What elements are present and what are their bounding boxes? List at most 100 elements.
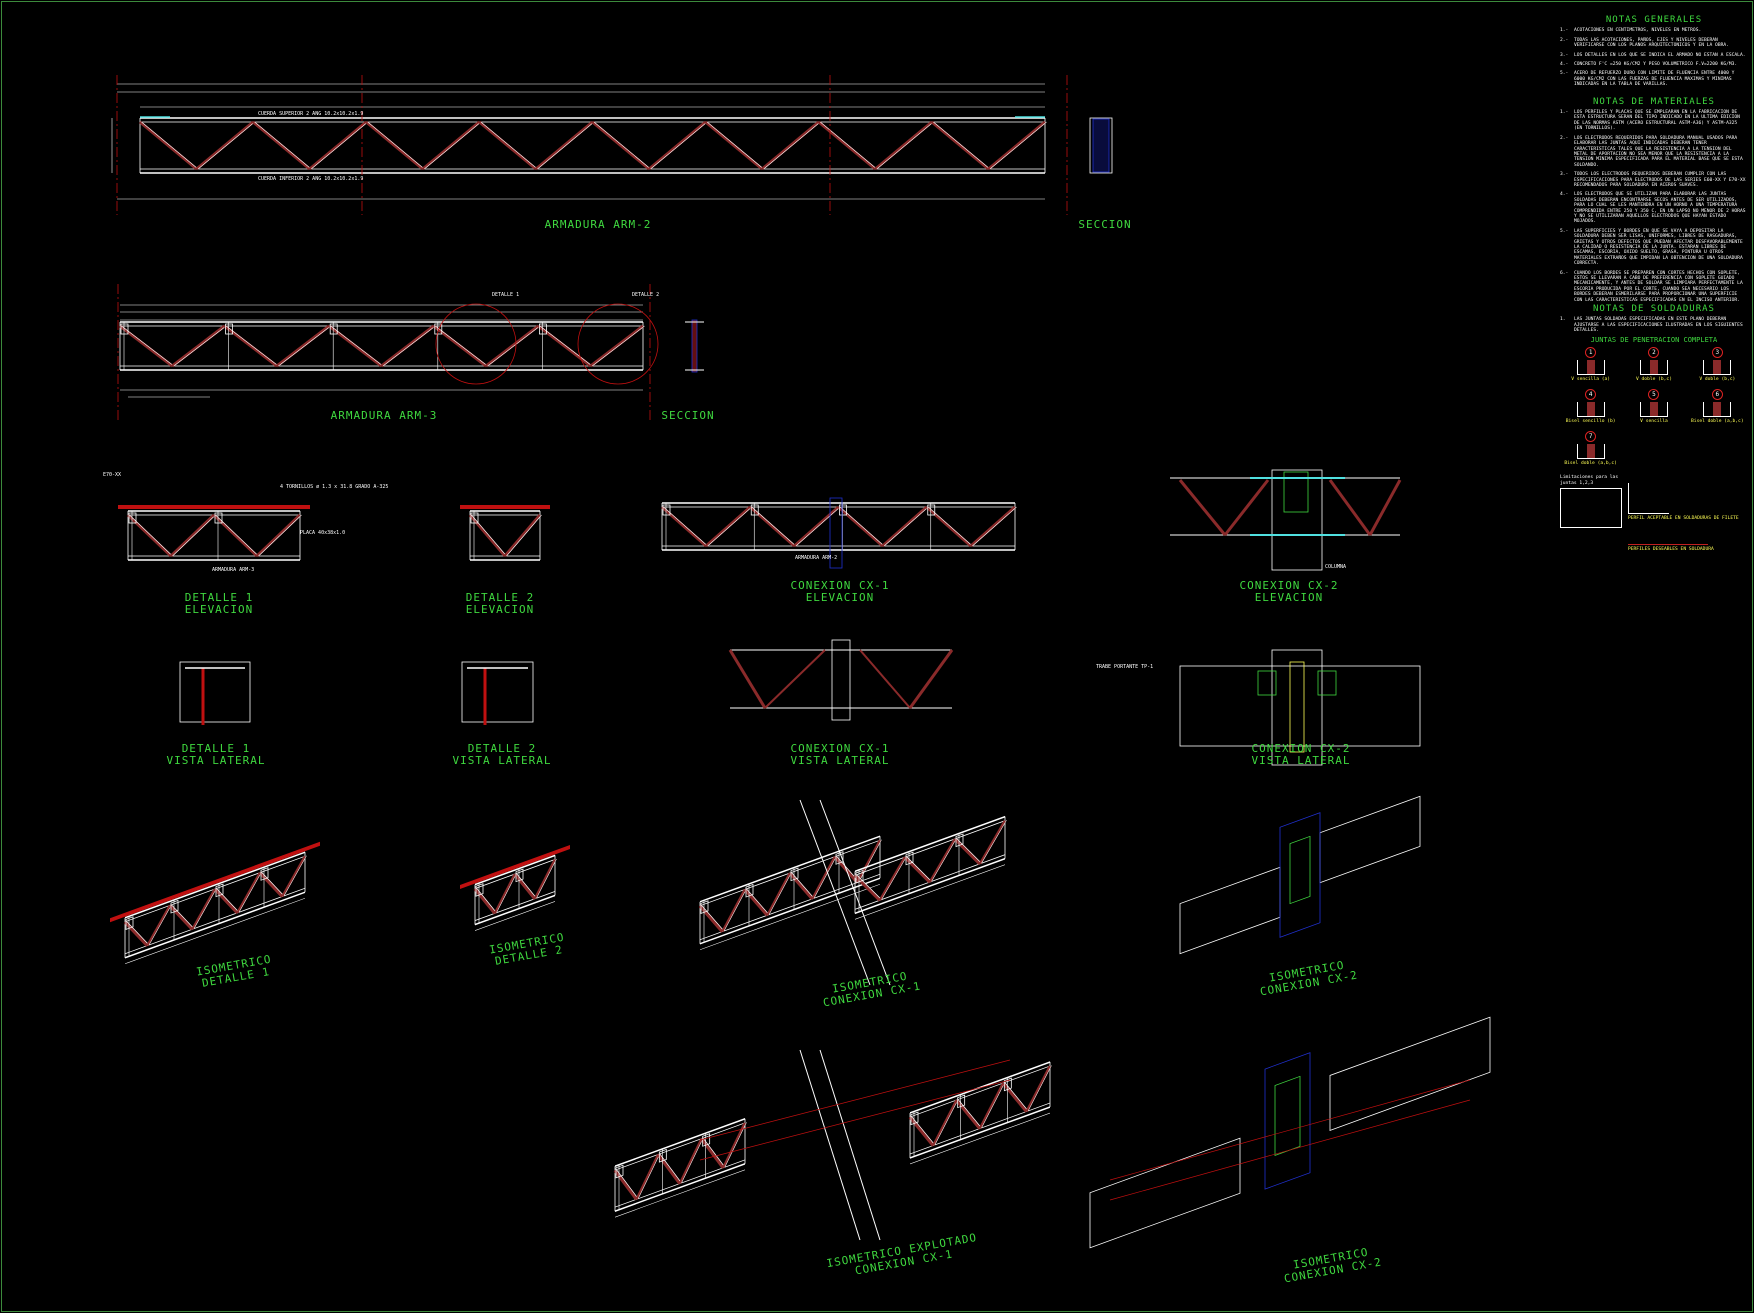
iso-cx2	[1179, 795, 1421, 955]
view-title-line1: DETALLE 2	[465, 591, 535, 604]
truss-annotation: ARMADURA ARM-3	[212, 567, 255, 573]
explode-line	[1109, 1099, 1471, 1201]
web-diagonal	[928, 506, 973, 547]
web-diagonal	[989, 121, 1047, 170]
web-diagonal	[506, 514, 542, 557]
note-number: 2.-	[1560, 37, 1569, 43]
web-diagonal	[468, 514, 507, 557]
arm2-title: ARMADURA ARM-2	[544, 218, 652, 231]
web-diagonal	[1025, 1065, 1052, 1112]
web-diagonal	[380, 324, 435, 368]
web-diagonal	[657, 1153, 682, 1185]
web-diagonal	[957, 1099, 982, 1129]
view-title-line2: ELEVACION	[184, 603, 254, 616]
weld-annotation: E70-XX	[103, 472, 122, 478]
web-diagonal	[791, 872, 815, 899]
note-number: 1.	[1560, 317, 1566, 323]
section-arm2	[1092, 118, 1110, 173]
top-chord	[700, 835, 880, 903]
web-diagonal	[817, 120, 877, 171]
web-diagonal	[836, 855, 860, 883]
web-diagonal	[856, 874, 882, 900]
web-diagonal	[193, 888, 217, 929]
web-diagonal	[856, 839, 882, 883]
joint-number: 1	[1585, 347, 1597, 359]
truss-section	[1289, 661, 1305, 753]
note-text: TODAS LAS ACOTACIONES, PAÑOS, EJES Y NIV…	[1574, 37, 1729, 49]
web-diagonal	[706, 121, 764, 170]
view-title-line2: VISTA LATERAL	[166, 754, 266, 767]
detail-lateral-view	[461, 661, 534, 725]
web-diagonal	[195, 120, 255, 171]
column-outline	[1271, 649, 1323, 766]
note-text: LOS ELECTRODOS QUE SE UTILIZAN PARA ELAB…	[1574, 192, 1746, 225]
note-number: 5.-	[1560, 228, 1569, 234]
crossing-truss	[799, 1049, 861, 1241]
view-title-line2: ELEVACION	[805, 591, 875, 604]
side-outline	[179, 661, 251, 723]
note-number: 1.-	[1560, 110, 1569, 116]
joint-sketch	[1639, 402, 1668, 418]
web-diagonal	[365, 120, 424, 171]
joint-number: 3	[1711, 347, 1723, 359]
limits-block: Limitaciones para las juntas 1,2,3	[1560, 475, 1622, 552]
web-diagonal	[191, 888, 217, 930]
plate	[1289, 835, 1311, 905]
web-diagonal	[933, 121, 991, 170]
web-diagonal	[432, 324, 488, 368]
plate	[1317, 670, 1337, 696]
arm3-title: ARMADURA ARM-3	[330, 409, 438, 422]
bottom-chord	[855, 857, 1005, 915]
web-diagonal	[539, 325, 593, 367]
web-diagonal	[768, 872, 792, 915]
web-diagonal	[215, 514, 259, 557]
web-diagonal	[743, 888, 769, 917]
fillet-profile-sketch	[1628, 483, 1669, 515]
web-diagonal	[513, 872, 537, 900]
web-diagonal	[978, 820, 1007, 865]
general-notes-list: 1.-ACOTACIONES EN CENTIMETROS, NIVELES E…	[1560, 28, 1748, 87]
web-diagonal	[139, 120, 198, 171]
iso-exploded-cx1-right	[908, 1061, 1052, 1165]
view-title-line2: VISTA LATERAL	[452, 754, 552, 767]
beam-outline	[1179, 665, 1421, 747]
web-diagonal	[934, 1099, 959, 1146]
web-diagonal	[213, 887, 239, 915]
web-diagonal	[925, 505, 972, 548]
joint-label: V sencilla (a)	[1571, 377, 1611, 383]
bottom-chord	[700, 877, 880, 945]
note-text: LAS JUNTAS SOLDADAS ESPECIFICADAS EN EST…	[1574, 317, 1743, 334]
web-diagonal	[761, 120, 820, 171]
gusset-plate	[957, 1094, 966, 1109]
note-item: 1.-LOS PERFILES Y PLACAS QUE SE EMPLEARA…	[1560, 110, 1748, 132]
web-diagonal	[223, 324, 278, 368]
web-diagonal	[763, 121, 821, 170]
gusset-plate	[790, 867, 799, 882]
welds-notes-list: 1. LAS JUNTAS SOLDADAS ESPECIFICADAS EN E…	[1560, 317, 1748, 333]
web-diagonal	[503, 514, 542, 557]
web-diagonal	[911, 1116, 936, 1146]
bottom-chord	[475, 891, 555, 921]
web-diagonal	[987, 120, 1046, 171]
web-diagonal	[261, 871, 285, 897]
web-diagonal	[435, 325, 488, 367]
beam-block	[1179, 866, 1281, 955]
web-diagonal	[310, 121, 368, 170]
gusset-plate	[662, 504, 671, 516]
joint-label: V doble (b,c)	[1699, 377, 1736, 383]
depth-edge	[615, 1169, 745, 1218]
note-number: 3.-	[1560, 172, 1569, 178]
gusset-plate	[905, 851, 914, 866]
web-diagonal	[236, 872, 262, 914]
column-block	[1264, 1052, 1311, 1190]
note-text: CONCRETO F'C =250 KG/CM2 Y PESO VOLUMETR…	[1574, 62, 1738, 68]
web-diagonal	[485, 324, 540, 368]
web-diagonal	[707, 506, 752, 547]
joint-sketch	[1576, 402, 1605, 418]
web-diagonal	[932, 1099, 958, 1146]
general-notes-title: NOTAS GENERALES	[1605, 15, 1703, 25]
